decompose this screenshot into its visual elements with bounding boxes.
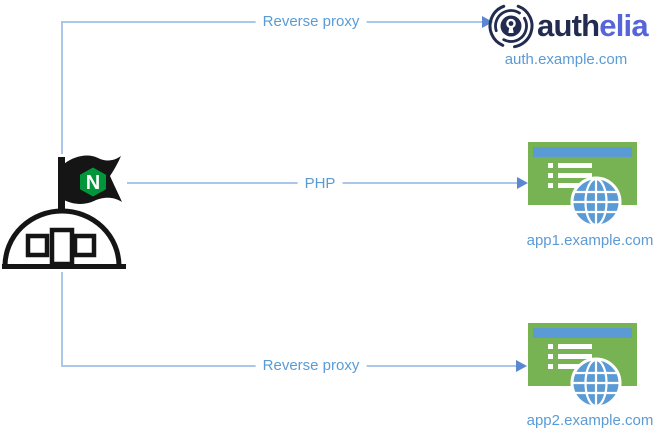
app2-webapp-icon — [528, 323, 637, 409]
nginx-logo-letter: N — [86, 172, 100, 194]
nginx-door — [49, 227, 75, 267]
nginx-window-right — [72, 233, 97, 258]
nginx-flag-pole — [58, 157, 65, 217]
nginx-camp-icon: N — [2, 154, 126, 272]
app-list-lines — [548, 163, 592, 188]
edge-label-php: PHP — [297, 175, 343, 193]
authelia-wordmark: authelia — [537, 6, 649, 46]
app1-domain-label: app1.example.com — [526, 232, 654, 249]
arrowhead-to-app1-icon — [517, 177, 528, 189]
app2-domain-label: app2.example.com — [526, 412, 654, 429]
nginx-window-left — [25, 233, 50, 258]
authelia-inner-ring — [494, 9, 528, 43]
authelia-outer-ring — [488, 3, 534, 49]
arrowhead-to-app2-icon — [516, 360, 527, 372]
globe-grid — [572, 358, 620, 408]
authelia-lock-icon — [488, 3, 534, 49]
app-titlebar — [533, 147, 632, 157]
app-titlebar — [533, 328, 632, 338]
nginx-hexagon-logo — [80, 167, 106, 197]
authelia-wordmark-dark: auth — [537, 8, 600, 43]
authelia-wordmark-light: elia — [599, 8, 648, 43]
nginx-base-line — [2, 264, 126, 269]
app-list-lines — [548, 344, 592, 369]
edge-label-reverse-proxy-top: Reverse proxy — [255, 13, 367, 31]
authelia-keyhole-stem — [508, 26, 514, 33]
app1-webapp-icon — [528, 142, 637, 228]
arrowhead-to-authelia-icon — [482, 16, 493, 28]
globe-grid — [572, 177, 620, 227]
authelia-domain-label: auth.example.com — [504, 51, 628, 68]
edge-label-reverse-proxy-bottom: Reverse proxy — [255, 357, 367, 375]
